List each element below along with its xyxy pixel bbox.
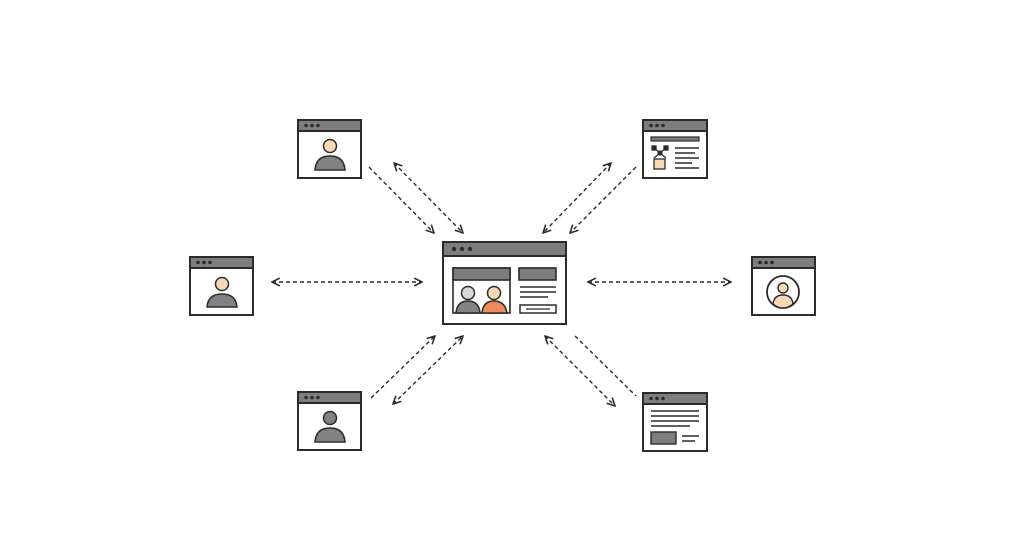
arrow-top-right-b [570,166,637,233]
top-right-document-window-icon [642,119,708,179]
arrow-top-left-a [368,166,434,233]
arrow-top-left-b [394,163,463,233]
bottom-right-text-document-window-icon [642,392,708,452]
arrow-bottom-right-b [574,335,637,397]
left-user-window-icon [189,256,254,316]
arrow-bottom-left-a [370,336,435,399]
arrow-top-right-a [543,163,611,233]
bottom-left-user-window-icon [297,391,362,451]
right-avatar-window-icon [751,256,816,316]
video-meeting-panel [452,267,511,314]
arrow-bottom-left-b [393,336,463,404]
central-window-icon [442,241,567,325]
connection-arrows [272,163,731,406]
arrow-bottom-right-a [545,336,615,406]
details-panel [518,267,557,314]
top-left-user-window-icon [297,119,362,179]
